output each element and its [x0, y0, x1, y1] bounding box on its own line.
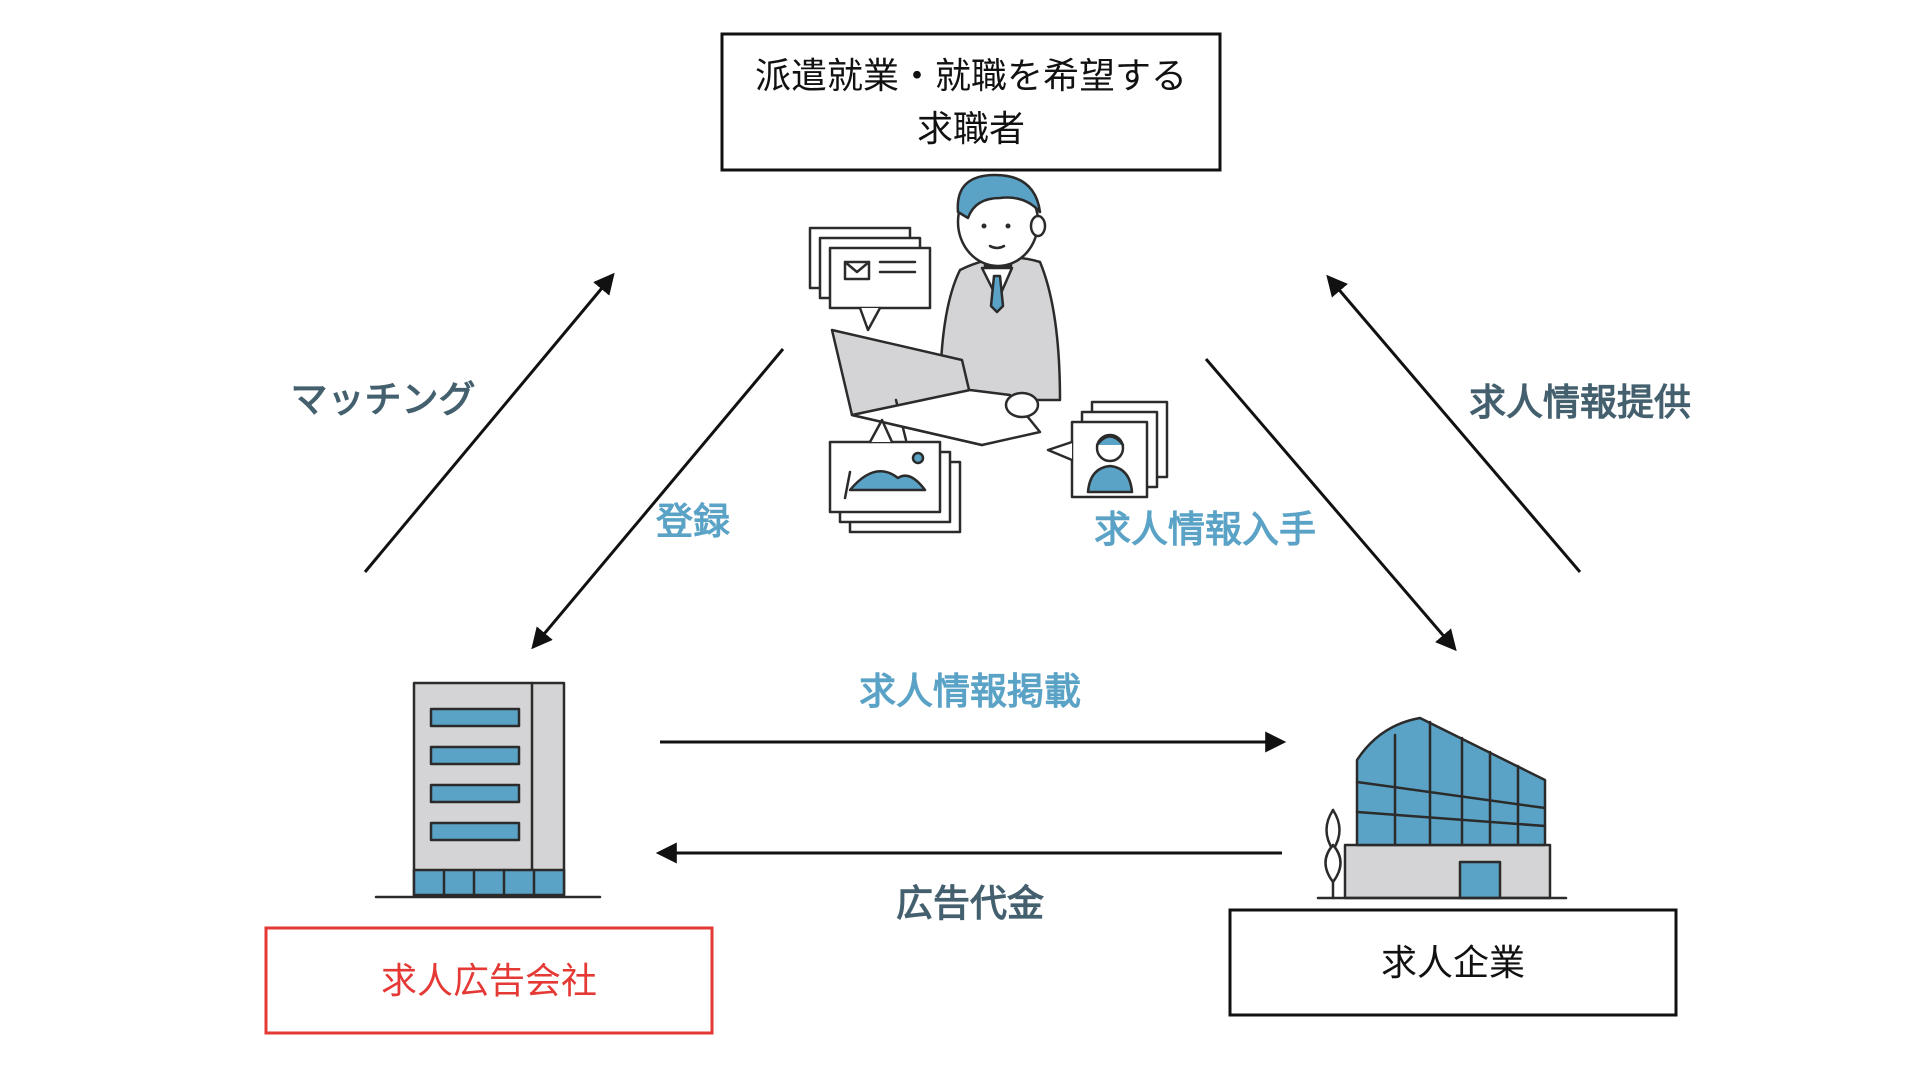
profile-card-icon: [1046, 400, 1169, 499]
info-obtain-arrow: [1204, 358, 1457, 652]
ad-company-node: 求人広告会社: [264, 926, 714, 1035]
ad-company-label: 求人広告会社: [381, 961, 597, 1002]
person-at-laptop-icon: [808, 173, 1169, 534]
matching-label: マッチング: [291, 378, 476, 421]
employer-label: 求人企業: [1381, 943, 1525, 984]
matching-arrow: [363, 272, 615, 573]
job-seeker-node: 派遣就業・就職を希望する 求職者: [720, 32, 1222, 172]
office-building-icon: [374, 681, 602, 899]
job-seeker-box: [720, 32, 1222, 172]
info-provide-arrow: [1326, 274, 1582, 573]
registration-label: 登録: [655, 500, 731, 543]
posting-label: 求人情報掲載: [859, 670, 1081, 713]
employer-node: 求人企業: [1228, 908, 1678, 1017]
job-seeker-label-line2: 求職者: [917, 109, 1025, 150]
ad-company-box: [264, 926, 714, 1035]
mail-message-icon: [808, 226, 932, 332]
info-provide-label: 求人情報提供: [1469, 381, 1691, 424]
employer-box: [1228, 908, 1678, 1017]
ad-fee-label: 広告代金: [896, 882, 1045, 925]
job-seeker-label-line1: 派遣就業・就職を希望する: [755, 56, 1187, 97]
info-obtain-label: 求人情報入手: [1094, 508, 1316, 551]
corporate-building-icon: [1316, 716, 1568, 900]
registration-arrow: [531, 348, 785, 650]
landscape-photo-icon: [828, 418, 962, 534]
